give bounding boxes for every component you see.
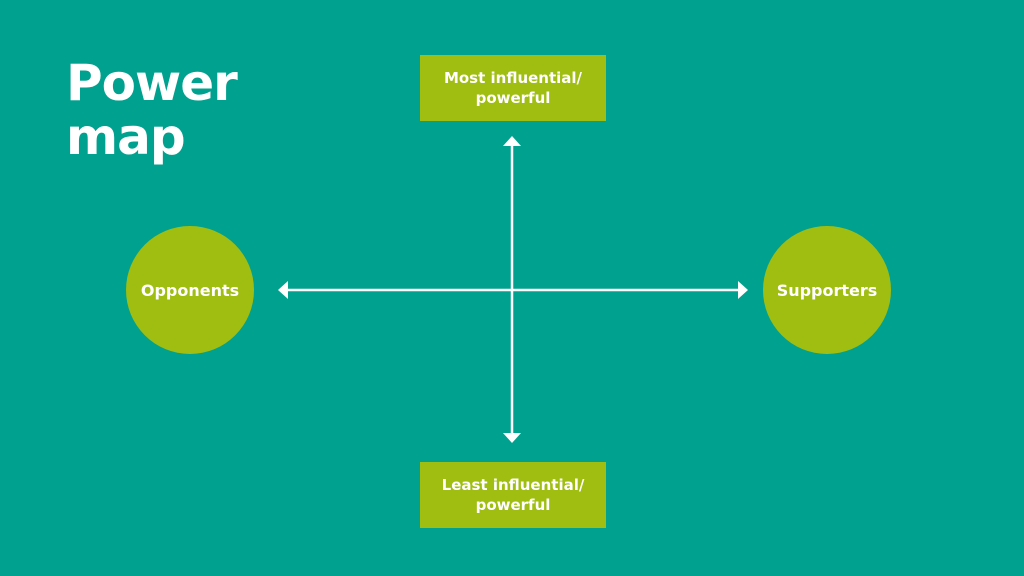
- supporters-label: Supporters: [776, 280, 878, 300]
- least-influential-box: Least influential/ powerful: [420, 462, 606, 528]
- opponents-circle: Opponents: [126, 226, 254, 354]
- horizontal-axis-arrowhead-left: [278, 281, 288, 299]
- most-influential-label-line-1: Most influential/: [443, 69, 583, 87]
- horizontal-axis-arrowhead-right: [738, 281, 748, 299]
- horizontal-axis-arrow: [278, 281, 748, 299]
- most-influential-label-line-2: powerful: [475, 89, 551, 107]
- slide-title-line-2: map: [66, 108, 186, 166]
- most-influential-box: Most influential/ powerful: [420, 55, 606, 121]
- opponents-label: Opponents: [140, 280, 240, 300]
- least-influential-label-line-2: powerful: [475, 496, 551, 514]
- vertical-axis-arrow: [503, 136, 521, 443]
- vertical-axis-arrowhead-down: [503, 433, 521, 443]
- least-influential-label-line-1: Least influential/: [441, 476, 585, 494]
- vertical-axis-arrowhead-up: [503, 136, 521, 146]
- slide-title: Power map: [66, 54, 238, 166]
- supporters-circle: Supporters: [763, 226, 891, 354]
- slide-title-line-1: Power: [66, 54, 238, 112]
